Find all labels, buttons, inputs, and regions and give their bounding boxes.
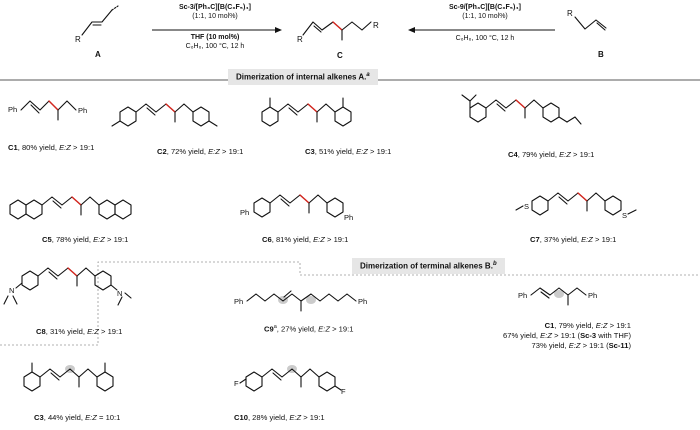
structure-C1-terminal: Ph Ph xyxy=(518,287,597,306)
right-conditions-top: Sc-9/[Ph₃C][B(C₆F₅)₄] (1:1, 10 mol%) xyxy=(425,3,545,22)
svg-text:Ph: Ph xyxy=(358,297,367,306)
svg-text:R: R xyxy=(373,21,379,30)
structure-C3-terminal xyxy=(23,362,114,392)
section-banner-internal: Dimerization of internal alkenes A.a xyxy=(228,69,378,85)
structure-C10: F F xyxy=(234,365,346,396)
label-C: C xyxy=(337,51,343,60)
svg-text:F: F xyxy=(341,387,346,396)
svg-text:S: S xyxy=(622,211,627,220)
svg-text:N: N xyxy=(9,286,14,295)
structure-C6: Ph Ph xyxy=(240,194,353,222)
left-conditions-top: Sc-3/[Ph₃C][B(C₆F₅)₄] (1:1, 10 mol%) xyxy=(160,3,270,22)
caption-C5: C5, 78% yield, E:Z > 19:1 xyxy=(42,235,129,244)
caption-C3: C3, 51% yield, E:Z > 19:1 xyxy=(305,147,392,156)
caption-C4: C4, 79% yield, E:Z > 19:1 xyxy=(508,150,595,159)
svg-text:F: F xyxy=(234,379,239,388)
caption-C1-terminal: C1, 79% yield, E:Z > 19:1 67% yield, E:Z… xyxy=(503,321,631,351)
caption-C3-terminal: C3, 44% yield, E:Z = 10:1 xyxy=(34,413,121,422)
svg-text:R: R xyxy=(567,9,573,18)
svg-text:Ph: Ph xyxy=(234,297,243,306)
structure-C4 xyxy=(461,94,582,125)
svg-text:Ph: Ph xyxy=(588,291,597,300)
left-ratio: (1:1, 10 mol%) xyxy=(192,13,238,21)
reaction-arrow-right xyxy=(408,27,555,33)
svg-text:S: S xyxy=(524,202,529,211)
section-banner-terminal: Dimerization of terminal alkenes B.b xyxy=(352,258,505,274)
label-B: B xyxy=(598,50,604,59)
label-A: A xyxy=(95,50,101,59)
structure-C5 xyxy=(9,196,132,220)
caption-C8: C8, 31% yield, E:Z > 19:1 xyxy=(36,327,123,336)
svg-text:Ph: Ph xyxy=(518,291,527,300)
left-catalyst: Sc-3/[Ph₃C][B(C₆F₅)₄] xyxy=(178,4,252,11)
left-solvent-temp: C₆H₆, 100 °C, 12 h xyxy=(185,43,245,51)
left-conditions-bottom: THF (10 mol%) C₆H₆, 100 °C, 12 h xyxy=(160,33,270,52)
left-additive: THF (10 mol%) xyxy=(190,34,240,41)
structure-C7: S S xyxy=(515,192,637,220)
product-C-structure: R R xyxy=(297,21,379,44)
svg-text:Ph: Ph xyxy=(78,106,87,115)
structure-C3 xyxy=(261,97,352,127)
svg-text:N: N xyxy=(117,289,122,298)
right-ratio: (1:1, 10 mol%) xyxy=(462,13,508,21)
right-catalyst: Sc-9/[Ph₃C][B(C₆F₅)₄] xyxy=(448,4,522,11)
caption-C1-terminal-line3: 73% yield, E:Z > 19:1 (Sc-11) xyxy=(531,340,631,350)
substrate-B-structure: R xyxy=(567,9,607,31)
right-conditions-bottom: C₆H₆, 100 °C, 12 h xyxy=(425,34,545,43)
caption-C1-terminal-line2: 67% yield, E:Z > 19:1 (Sc-3 with THF) xyxy=(503,330,631,340)
structure-C8: N N xyxy=(3,267,132,306)
structure-C9: Ph Ph xyxy=(234,290,367,312)
caption-C1: C1, 80% yield, E:Z > 19:1 xyxy=(8,143,95,152)
reaction-arrow-left xyxy=(152,27,282,33)
substrate-A-structure: R xyxy=(75,5,119,44)
svg-text:Ph: Ph xyxy=(344,213,353,222)
caption-C9: C9a, 27% yield, E:Z > 19:1 xyxy=(264,324,354,334)
structure-C2 xyxy=(111,103,218,127)
r-group-label: R xyxy=(75,35,81,44)
svg-text:R: R xyxy=(297,35,303,44)
svg-text:Ph: Ph xyxy=(240,208,249,217)
caption-C10: C10, 28% yield, E:Z > 19:1 xyxy=(234,413,325,422)
dashed-divider xyxy=(0,261,700,346)
caption-C2: C2, 72% yield, E:Z > 19:1 xyxy=(157,147,244,156)
right-solvent-temp: C₆H₆, 100 °C, 12 h xyxy=(455,35,515,42)
structure-C1: Ph Ph xyxy=(8,100,87,121)
caption-C1-terminal-line1: C1, 79% yield, E:Z > 19:1 xyxy=(544,321,631,330)
svg-text:Ph: Ph xyxy=(8,105,17,114)
caption-C6: C6, 81% yield, E:Z > 19:1 xyxy=(262,235,349,244)
caption-C7: C7, 37% yield, E:Z > 19:1 xyxy=(530,235,617,244)
